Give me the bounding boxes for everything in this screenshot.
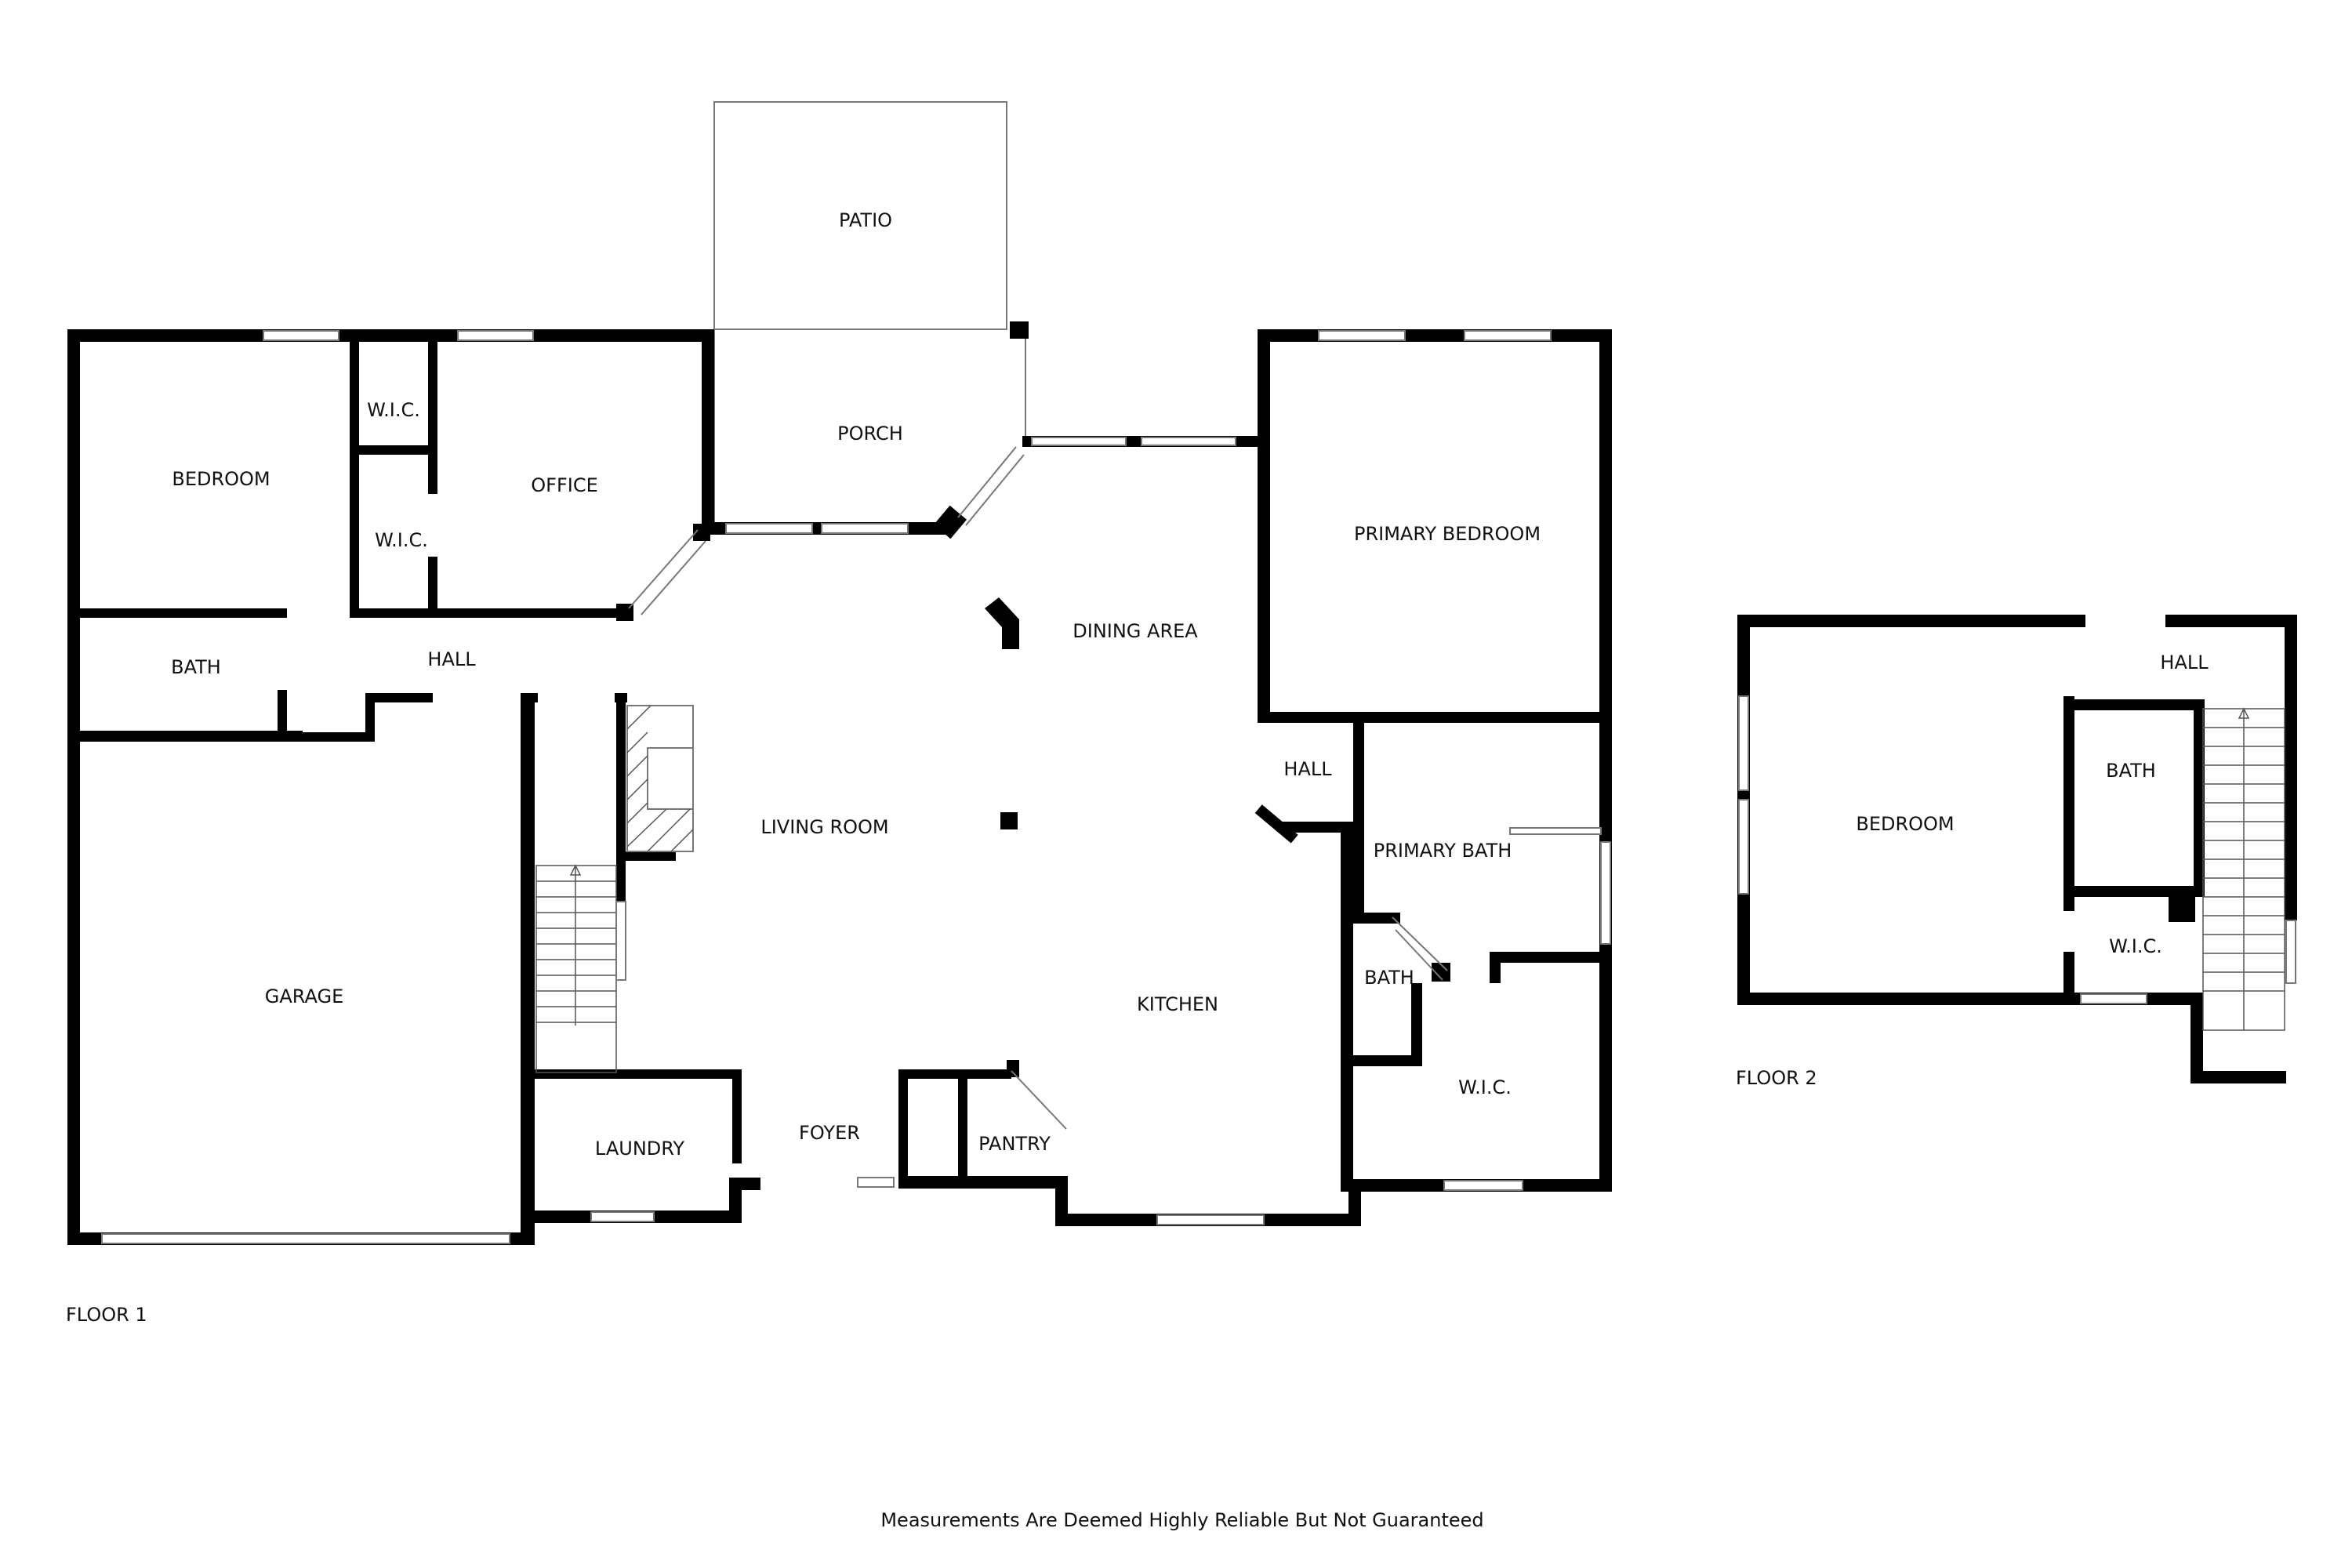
label-kitchen: KITCHEN <box>1137 993 1218 1015</box>
label-dining-area: DINING AREA <box>1073 620 1198 642</box>
label-hall-primary: HALL <box>1283 758 1332 780</box>
room-labels-floor-2: BEDROOM HALL BATH W.I.C. <box>1856 652 2209 957</box>
label-bath-primary: BATH <box>1364 967 1414 989</box>
label-bath-2: BATH <box>2106 760 2156 782</box>
diagonal-openings <box>628 446 1448 1130</box>
fireplace <box>626 705 694 852</box>
disclaimer: Measurements Are Deemed Highly Reliable … <box>880 1509 1483 1531</box>
floor-1-plan: PATIO PORCH BEDROOM W.I.C. W.I.C. OFFICE… <box>66 101 1612 1326</box>
exterior-walls <box>67 329 1612 1245</box>
interior-walls <box>67 329 1612 1192</box>
label-hall-2: HALL <box>2160 652 2209 673</box>
label-laundry: LAUNDRY <box>595 1138 684 1160</box>
patio <box>713 101 1007 330</box>
windows-floor-2 <box>1738 695 2296 1004</box>
room-labels-floor-1: PATIO PORCH BEDROOM W.I.C. W.I.C. OFFICE… <box>171 209 1541 1160</box>
label-wic-upper: W.I.C. <box>367 399 420 421</box>
label-bedroom: BEDROOM <box>172 468 270 490</box>
label-bedroom-2: BEDROOM <box>1856 813 1954 835</box>
floor-2-walls <box>1737 615 2297 1083</box>
windows-floor-1 <box>101 330 1611 1244</box>
floor-2-plan: BEDROOM HALL BATH W.I.C. FLOOR 2 <box>1736 615 2297 1089</box>
floor-2-label: FLOOR 2 <box>1736 1067 1817 1089</box>
column-angled <box>985 597 1019 649</box>
label-pantry: PANTRY <box>978 1133 1051 1155</box>
label-foyer: FOYER <box>799 1122 860 1144</box>
label-wic-lower: W.I.C. <box>375 529 428 551</box>
label-wic-primary: W.I.C. <box>1458 1076 1512 1098</box>
floor-1-label: FLOOR 1 <box>66 1304 147 1326</box>
label-garage: GARAGE <box>265 985 343 1007</box>
label-primary-bedroom: PRIMARY BEDROOM <box>1354 523 1541 545</box>
label-primary-bath: PRIMARY BATH <box>1374 840 1512 862</box>
label-living-room: LIVING ROOM <box>760 816 888 838</box>
label-hall: HALL <box>427 648 476 670</box>
label-porch: PORCH <box>837 423 903 445</box>
label-office: OFFICE <box>531 474 598 496</box>
label-bath: BATH <box>171 656 221 678</box>
column <box>1000 812 1018 829</box>
label-wic-2: W.I.C. <box>2109 935 2162 957</box>
label-patio: PATIO <box>839 209 892 231</box>
stairs-floor-2 <box>2202 707 2285 1031</box>
stairs-floor-1 <box>535 864 617 1073</box>
